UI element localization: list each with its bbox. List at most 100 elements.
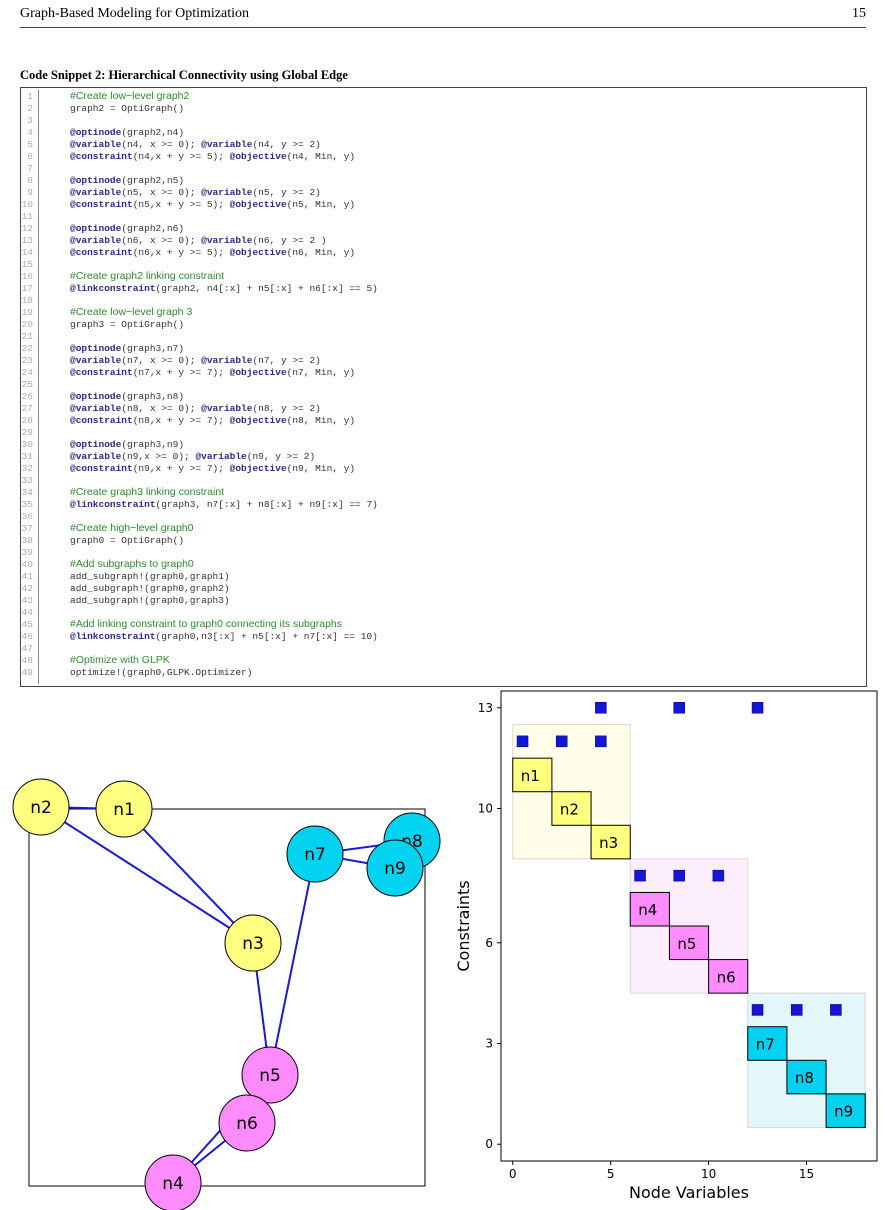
line-number: 9 — [27, 187, 33, 198]
line-number: 27 — [21, 403, 33, 414]
code-fragment: (n5,x + y >= 5); — [132, 199, 230, 210]
x-tick-label: 5 — [607, 1167, 615, 1181]
code-text: @constraint(n5,x + y >= 5); @objective(n… — [70, 199, 355, 210]
line-number: 22 — [21, 343, 33, 354]
code-text: @linkconstraint(graph2, n4[:x] + n5[:x] … — [70, 283, 378, 294]
node-label: n5 — [259, 1066, 281, 1086]
code-comment: #Add linking constraint to graph0 connec… — [70, 618, 343, 630]
line-number: 45 — [21, 619, 33, 630]
code-text: @variable(n8, x >= 0); @variable(n8, y >… — [70, 403, 321, 414]
code-macro: @linkconstraint — [70, 631, 156, 642]
code-fragment: add_subgraph!(graph0,graph1) — [70, 571, 230, 582]
node-block-label: n3 — [599, 834, 618, 852]
code-comment: #Create low−level graph2 — [70, 90, 190, 102]
node-block-n7 — [747, 1026, 788, 1061]
code-fragment: optimize!(graph0,GLPK.Optimizer) — [70, 667, 253, 678]
line-number: 31 — [21, 451, 33, 462]
code-fragment: (n6, Min, y) — [286, 247, 356, 258]
code-fragment: (n8, Min, y) — [286, 415, 356, 426]
line-number: 35 — [21, 499, 33, 510]
line-number: 23 — [21, 355, 33, 366]
line-number: 10 — [21, 199, 33, 210]
link-constraint-marker — [673, 869, 685, 882]
code-macro: @constraint — [70, 247, 133, 258]
code-fragment: (n8,x + y >= 7); — [132, 415, 230, 426]
line-number: 5 — [27, 139, 33, 150]
code-text: @variable(n7, x >= 0); @variable(n7, y >… — [70, 355, 321, 366]
code-text: @optinode(graph2,n5) — [70, 175, 184, 186]
code-macro: @optinode — [70, 175, 122, 186]
line-number: 14 — [21, 247, 33, 258]
code-macro: @variable — [70, 355, 122, 366]
code-comment: #Create graph2 linking constraint — [70, 270, 225, 282]
line-number: 40 — [21, 559, 33, 570]
link-constraint-marker — [634, 869, 646, 882]
code-fragment: (graph3,n9) — [121, 439, 185, 450]
chart-frame — [500, 690, 878, 1162]
y-axis-label: Constraints — [454, 880, 473, 971]
y-tick-label: 13 — [478, 701, 493, 715]
code-text: graph0 = OptiGraph() — [70, 536, 184, 546]
node-block-label: n8 — [795, 1069, 814, 1087]
code-macro: @variable — [70, 187, 122, 198]
code-comment: #Optimize with GLPK — [70, 654, 170, 666]
link-constraint-marker — [830, 1004, 842, 1016]
x-tick-label: 10 — [701, 1167, 716, 1181]
code-fragment: (graph3,n7) — [121, 343, 185, 354]
code-macro: @optinode — [70, 223, 122, 234]
line-number: 48 — [21, 655, 33, 666]
link-constraint-marker — [751, 702, 764, 714]
code-macro: @variable — [201, 403, 253, 414]
code-text: add_subgraph!(graph0,graph1) — [70, 571, 230, 582]
node-n7 — [286, 825, 344, 883]
code-text: add_subgraph!(graph0,graph2) — [70, 584, 230, 594]
code-text: optimize!(graph0,GLPK.Optimizer) — [70, 667, 253, 678]
code-macro: @objective — [229, 247, 287, 258]
link-constraint-marker — [555, 735, 568, 748]
code-fragment: (n7, y >= 2) — [252, 355, 321, 366]
code-fragment: (graph2,n6) — [121, 223, 185, 234]
code-comment: #Add subgraphs to graph0 — [70, 558, 194, 570]
code-text: @optinode(graph3,n8) — [70, 392, 184, 402]
node-block-label: n1 — [521, 767, 540, 785]
code-fragment: (n6,x + y >= 5); — [132, 247, 230, 258]
code-fragment: (n4, Min, y) — [286, 151, 356, 162]
line-number: 47 — [21, 643, 33, 654]
x-tick-label: 0 — [509, 1167, 517, 1181]
code-macro: @optinode — [70, 343, 122, 354]
code-text: @variable(n5, x >= 0); @variable(n5, y >… — [70, 187, 321, 198]
x-tick-label: 15 — [799, 1167, 814, 1181]
line-number: 41 — [21, 571, 33, 582]
node-block-n1 — [512, 757, 553, 793]
code-macro: @linkconstraint — [70, 283, 156, 294]
code-comment: #Create graph3 linking constraint — [70, 486, 225, 498]
line-number: 13 — [21, 235, 33, 246]
code-macro: @objective — [229, 463, 287, 474]
code-text: @constraint(n9,x + y >= 7); @objective(n… — [70, 463, 355, 474]
line-number: 16 — [21, 271, 33, 282]
node-block-n9 — [825, 1093, 866, 1128]
code-macro: @constraint — [70, 415, 133, 426]
code-fragment: (n6, x >= 0); — [121, 235, 202, 246]
line-number: 19 — [21, 307, 33, 318]
code-text: @constraint(n4,x + y >= 5); @objective(n… — [70, 151, 356, 162]
code-macro: @constraint — [70, 463, 133, 474]
code-fragment: (n4, y >= 2) — [252, 139, 321, 150]
code-comment: #Create high−level graph0 — [70, 522, 194, 534]
line-number: 34 — [21, 487, 33, 498]
code-text: graph3 = OptiGraph() — [70, 319, 185, 330]
node-block-label: n6 — [717, 968, 736, 986]
code-fragment: (n7, Min, y) — [286, 367, 356, 378]
code-fragment: (graph3, n7[:x] + n8[:x] + n9[:x] == 7) — [155, 499, 378, 510]
node-label: n6 — [236, 1114, 258, 1134]
node-n6 — [218, 1094, 276, 1152]
code-text: add_subgraph!(graph0,graph3) — [70, 596, 230, 606]
code-macro: @variable — [70, 235, 122, 246]
line-number: 49 — [21, 667, 33, 678]
line-number: 38 — [21, 535, 33, 546]
code-fragment: (n5, y >= 2) — [252, 187, 321, 198]
code-fragment: graph3 = OptiGraph() — [70, 319, 185, 330]
code-macro: @constraint — [70, 367, 133, 378]
code-macro: @optinode — [70, 439, 122, 450]
code-macro: @variable — [201, 355, 253, 366]
